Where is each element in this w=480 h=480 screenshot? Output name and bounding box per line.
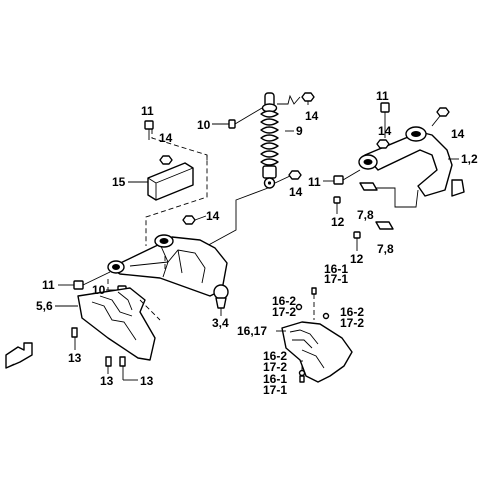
vehicle-direction-icon — [5, 342, 33, 369]
callout-17-1: 17-1 — [324, 272, 348, 286]
nut-14-shock-bottom — [274, 170, 302, 184]
bolt-12-upper — [333, 196, 341, 204]
bushing-7-8-upper — [359, 182, 378, 191]
callout-16-2: 16-2 — [272, 294, 296, 308]
callout-15: 15 — [112, 175, 126, 189]
bolt-12-lower — [353, 231, 361, 239]
callout-12: 12 — [331, 215, 345, 229]
callout-17-1: 17-1 — [263, 383, 287, 397]
callout-11: 11 — [141, 104, 154, 118]
nut-14-shock-top — [277, 92, 315, 105]
washer-16-2-right — [322, 312, 330, 320]
callout-7-8: 7,8 — [377, 242, 394, 256]
callout-13: 13 — [100, 374, 114, 388]
nut-14-lower-arm — [182, 215, 207, 225]
callout-5-6: 5,6 — [36, 299, 53, 313]
shock-spring — [260, 110, 279, 166]
callout-1-2: 1,2 — [461, 152, 478, 166]
screw-13-a — [71, 327, 78, 338]
callout-10: 10 — [92, 283, 106, 297]
callout-11: 11 — [42, 278, 55, 292]
leader-lines — [55, 123, 459, 381]
washer-16-2-left — [295, 303, 303, 311]
callout-17-2: 17-2 — [272, 305, 296, 319]
callout-14: 14 — [305, 109, 319, 123]
callout-14: 14 — [206, 209, 220, 223]
bolt-11-upper-arm-left — [333, 169, 361, 185]
callout-16-17: 16,17 — [237, 324, 267, 338]
bushing-7-8-lower — [375, 221, 394, 230]
nut-14-upper-arm-b — [431, 107, 450, 127]
callout-11: 11 — [376, 89, 389, 103]
shock-absorber — [260, 92, 279, 189]
callout-17-2: 17-2 — [263, 360, 287, 374]
callout-3-4: 3,4 — [212, 316, 229, 330]
callout-17-2: 17-2 — [340, 316, 364, 330]
callout-14: 14 — [451, 127, 465, 141]
screw-16-1-upper — [311, 287, 317, 295]
guard-plate-16-17 — [281, 321, 353, 383]
screw-13-b — [105, 356, 112, 367]
callout-7-8: 7,8 — [357, 208, 374, 222]
bolt-11-bracket — [144, 120, 154, 140]
callout-16-2: 16-2 — [340, 305, 364, 319]
callout-9: 9 — [296, 124, 303, 138]
bolt-11-upper-arm — [380, 102, 390, 138]
callout-16-1: 16-1 — [263, 372, 287, 386]
screw-13-c — [119, 356, 126, 367]
callout-16-2: 16-2 — [263, 349, 287, 363]
bolt-10-upper — [228, 107, 263, 129]
callout-11: 11 — [308, 175, 321, 189]
lower-a-arm — [107, 234, 229, 309]
screw-16-1-lower — [299, 375, 305, 383]
nut-14-upper-arm-a — [376, 139, 390, 149]
callout-12: 12 — [350, 252, 364, 266]
callout-13: 13 — [140, 374, 154, 388]
washer-16-2-lower — [298, 369, 306, 377]
callout-14: 14 — [159, 131, 173, 145]
callout-16-1: 16-1 — [324, 262, 348, 276]
callout-10: 10 — [197, 118, 211, 132]
arm-guard-5-6 — [77, 287, 156, 361]
callout-14: 14 — [378, 124, 392, 138]
callout-labels: 11 14 15 10 14 9 14 11 14 14 1,2 11 7,8 … — [36, 89, 478, 397]
callout-13: 13 — [68, 351, 82, 365]
bracket-15 — [147, 162, 194, 201]
callout-14: 14 — [289, 185, 303, 199]
nut-14-bracket — [159, 155, 173, 165]
